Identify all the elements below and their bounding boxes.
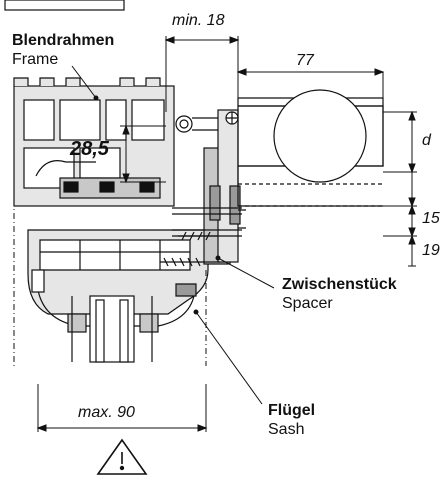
dim-inner-height: 28,5 [70,138,109,160]
frame-label-de: Blendrahmen [12,32,115,49]
frame-label-en: Frame [12,51,59,68]
sash-label-en: Sash [268,421,305,438]
shutter-box [237,89,384,229]
leader-lines [71,65,275,405]
dim-depth: d [422,132,431,149]
dim-box-width: 77 [296,52,314,69]
warning-triangle-icon [96,438,148,475]
dimension-lines [13,36,417,432]
frame-profile [13,77,175,207]
spacer-label-en: Spacer [282,295,333,312]
dim-min-gap: min. 18 [172,12,225,29]
roller-drum [273,89,367,183]
dim-spacer-a: 15 [422,210,440,227]
corner-box [4,0,125,11]
dim-max-width: max. 90 [78,404,135,421]
dim-spacer-b: 19 [422,242,440,259]
sash-label-de: Flügel [268,402,316,419]
spacer-assembly [160,109,242,267]
sash-profile [27,229,209,363]
spacer-label-de: Zwischenstück [282,276,397,293]
